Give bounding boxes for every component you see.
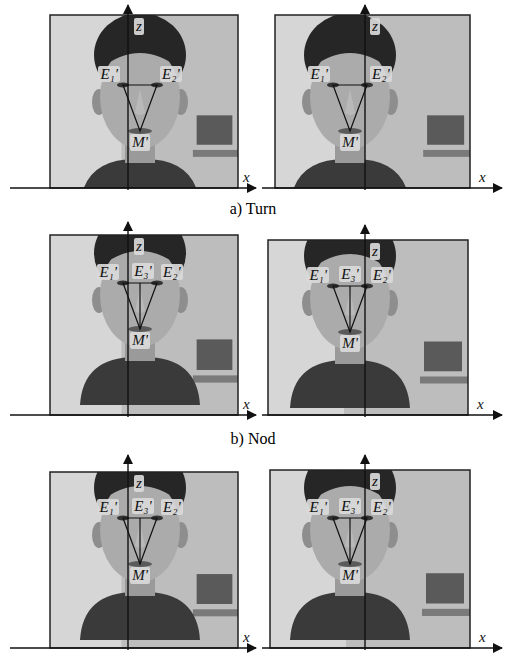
feature-triangle [333, 286, 367, 332]
point-label: E₃' [339, 498, 361, 515]
z-axis [127, 5, 128, 190]
point-label: E₂' [160, 66, 182, 83]
face [290, 214, 410, 408]
face [80, 13, 200, 207]
point-label: E₁' [97, 499, 119, 516]
photo-frame [50, 472, 238, 648]
photo-frames [50, 15, 470, 648]
photo-frame [275, 15, 470, 188]
axis-label: z [134, 238, 144, 255]
axis-label: z [370, 473, 380, 490]
axis-label: z [134, 18, 144, 35]
x-axis [10, 414, 256, 415]
point-label: M' [340, 335, 360, 352]
x-axis [262, 187, 502, 188]
z-axis [364, 455, 365, 650]
axis-label: z [370, 243, 380, 260]
photo-frame [270, 470, 470, 648]
axis-label: x [242, 629, 251, 646]
point-label: E₁' [308, 66, 330, 83]
face [290, 446, 410, 640]
axis-label: x [478, 629, 487, 646]
panel-caption: a) Turn [230, 200, 277, 218]
axis-label: z [370, 18, 380, 35]
face [290, 13, 410, 207]
point-label: E₁' [307, 499, 329, 516]
x-axis [10, 647, 256, 648]
z-axis [364, 5, 365, 190]
face [80, 211, 200, 405]
point-label: E₁' [98, 66, 120, 83]
point-label: E₃' [132, 263, 154, 280]
z-axis [127, 455, 128, 650]
point-label: E₂' [371, 267, 393, 284]
photo-frame [50, 15, 238, 188]
point-label: E₂' [371, 499, 393, 516]
axis-label: z [134, 475, 144, 492]
photo-frame [268, 240, 468, 415]
point-label: M' [130, 134, 150, 151]
median-line [139, 283, 140, 329]
point-label: E₂' [161, 264, 183, 281]
axis-label: x [242, 396, 251, 413]
x-axis [262, 647, 502, 648]
feature-triangle [333, 85, 367, 131]
point-label: M' [340, 567, 360, 584]
z-axis [127, 222, 128, 417]
point-label: E₁' [97, 264, 119, 281]
point-label: E₁' [307, 267, 329, 284]
panel-caption: b) Nod [231, 430, 276, 448]
photo-frame [50, 235, 238, 415]
photo [275, 13, 470, 207]
photo [270, 446, 470, 648]
point-label: E₂' [370, 66, 392, 83]
axis-label: x [476, 396, 485, 413]
point-label: M' [130, 332, 150, 349]
x-axis [10, 187, 256, 188]
point-label: E₃' [132, 498, 154, 515]
photo [50, 211, 238, 415]
median-line [139, 518, 140, 564]
photo [268, 214, 468, 415]
point-label: E₂' [161, 499, 183, 516]
axis-label: x [242, 169, 251, 186]
median-line [349, 286, 350, 332]
feature-triangles [123, 85, 367, 564]
z-axis [364, 225, 365, 417]
point-label: M' [130, 567, 150, 584]
face [80, 446, 200, 640]
point-label: M' [340, 134, 360, 151]
feature-triangle [333, 518, 367, 564]
axis-label: x [478, 169, 487, 186]
axes [10, 5, 502, 650]
point-label: E₃' [339, 266, 361, 283]
median-line [349, 518, 350, 564]
x-axis [262, 414, 502, 415]
photo [50, 446, 238, 648]
photo [50, 13, 238, 207]
